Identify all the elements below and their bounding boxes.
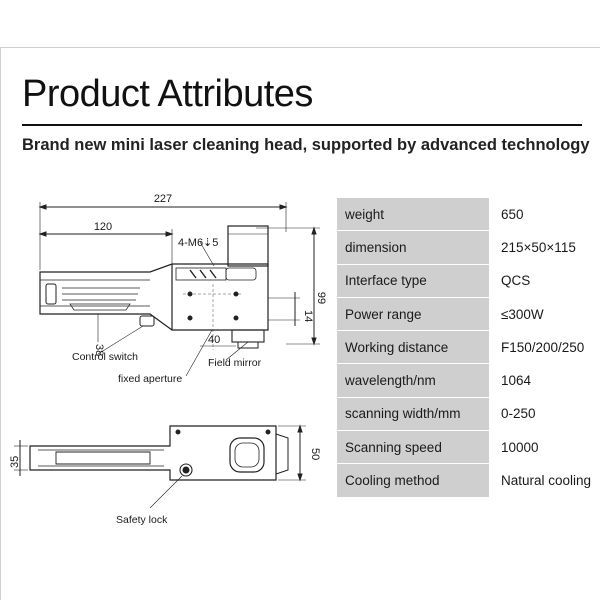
table-row: Cooling method Natural cooling <box>337 463 595 498</box>
spec-value: 0-250 <box>489 397 595 432</box>
spec-key: Interface type <box>337 264 489 298</box>
spec-key: Power range <box>337 297 489 332</box>
spec-key: Scanning speed <box>337 430 489 465</box>
spec-key: Cooling method <box>337 463 489 498</box>
spec-key: weight <box>337 198 489 232</box>
dim-overall-length: 227 <box>154 193 172 205</box>
spec-value: 650 <box>489 198 595 232</box>
spec-table: weight 650 dimension 215×50×115 Interfac… <box>337 198 595 498</box>
table-row: weight 650 <box>337 198 595 232</box>
spec-key: Working distance <box>337 330 489 365</box>
dim-width-bottom: 50 <box>309 448 321 460</box>
spec-value: 215×50×115 <box>489 230 595 265</box>
spec-key: dimension <box>337 230 489 265</box>
dim-switch-offset: 38 <box>93 344 105 356</box>
laser-head-technical-drawing: 227 120 4-M6⇣5 99 14 38 40 50 35 Control… <box>9 193 327 526</box>
table-row: wavelength/nm 1064 <box>337 363 595 398</box>
spec-value: F150/200/250 <box>489 330 595 365</box>
table-row: Power range ≤300W <box>337 297 595 332</box>
table-row: Interface type QCS <box>337 264 595 298</box>
title-underline <box>22 124 582 126</box>
spec-value: 1064 <box>489 363 595 398</box>
callout-fixed-aperture: fixed aperture <box>118 373 182 385</box>
dim-mirror-height: 14 <box>302 310 314 322</box>
callout-field-mirror: Field mirror <box>208 357 262 369</box>
spec-value: Natural cooling <box>489 463 595 498</box>
callout-safety-lock: Safety lock <box>116 514 168 526</box>
spec-value: 10000 <box>489 430 595 465</box>
page-subtitle: Brand new mini laser cleaning head, supp… <box>22 136 590 154</box>
table-row: scanning width/mm 0-250 <box>337 397 595 432</box>
dim-body-length: 120 <box>94 221 112 233</box>
table-row: Working distance F150/200/250 <box>337 330 595 365</box>
frame-left-line <box>0 47 1 600</box>
table-row: dimension 215×50×115 <box>337 230 595 265</box>
spec-key: wavelength/nm <box>337 363 489 398</box>
dim-mirror-offset: 40 <box>208 334 220 346</box>
spec-value: QCS <box>489 264 595 298</box>
dim-height: 99 <box>315 292 327 304</box>
spec-key: scanning width/mm <box>337 397 489 432</box>
frame-top-line <box>0 47 600 48</box>
dim-handle-width: 35 <box>9 456 21 468</box>
spec-value: ≤300W <box>489 297 595 332</box>
callout-control-switch: Control switch <box>72 351 138 363</box>
dim-screw-holes: 4-M6⇣5 <box>178 237 218 249</box>
table-row: Scanning speed 10000 <box>337 430 595 465</box>
page-title: Product Attributes <box>22 73 313 115</box>
